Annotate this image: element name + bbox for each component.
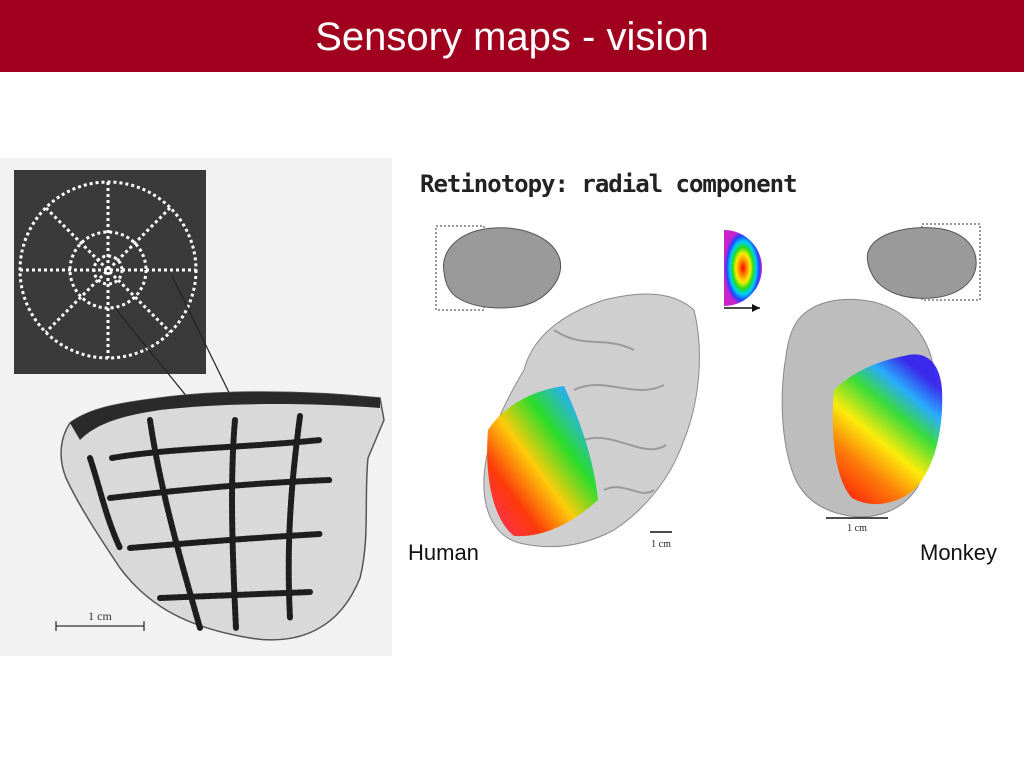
retinotopy-heading: Retinotopy: radial component — [420, 170, 798, 198]
visual-cortex-autoradiograph-figure: 1 cm — [0, 158, 392, 656]
activity-bands — [87, 413, 333, 631]
scale-bar — [55, 621, 145, 631]
monkey-scale-label: 1 cm — [847, 523, 867, 534]
arrow-right-icon — [752, 304, 760, 312]
autoradiograph-drawing: 1 cm — [14, 170, 385, 641]
human-label: Human — [408, 540, 479, 565]
human-gyri — [553, 329, 667, 494]
monkey-retinotopic-map — [832, 354, 943, 505]
stimulus-pattern — [18, 180, 198, 360]
cortex-edge — [70, 392, 380, 440]
scale-bar-label: 1 cm — [88, 609, 112, 623]
human-scale-label: 1 cm — [651, 539, 671, 550]
eccentricity-legend-icon — [724, 230, 762, 306]
retinotopy-drawing: 1 cm 1 cm — [435, 223, 981, 550]
title-bar — [0, 0, 1024, 72]
monkey-label: Monkey — [920, 540, 998, 565]
retinotopy-figure: Retinotopy: radial component — [404, 160, 1024, 580]
slide-title: Sensory maps - vision — [315, 15, 709, 59]
human-retinotopic-map — [487, 386, 598, 537]
human-brain-thumbnail — [443, 227, 562, 309]
monkey-brain-thumbnail — [866, 227, 977, 299]
